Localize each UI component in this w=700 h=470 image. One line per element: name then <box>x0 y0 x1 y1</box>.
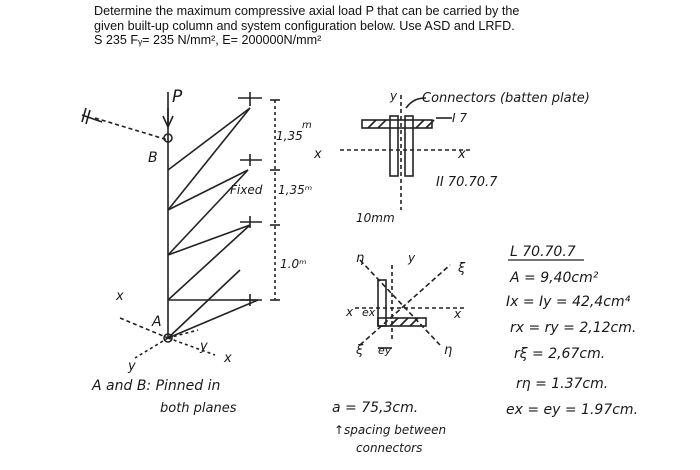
out-of-plane-brace <box>94 117 169 141</box>
angle-diagram <box>355 259 465 349</box>
column-diagram <box>81 92 280 359</box>
section-axis-x-left: x <box>313 147 322 162</box>
plate-label: Ⅰ 7 <box>452 111 467 125</box>
axis-y-label: y <box>199 339 208 354</box>
spacing-note-2: connectors <box>356 441 422 455</box>
dim-top: 1,35 <box>276 129 303 143</box>
angle-axis-y: y <box>407 251 416 265</box>
angle-axis-x-left: x <box>345 305 354 319</box>
prop-eccentricity: ex = ey = 1.97cm. <box>506 402 638 418</box>
brace-line <box>167 224 251 301</box>
brace-line <box>167 299 259 339</box>
pin-a-icon <box>163 333 173 343</box>
angle-axis-x-right: x <box>453 307 462 321</box>
spacing-note-1: ↑spacing between <box>334 423 446 437</box>
prop-title: L 70.70.7 <box>510 244 576 260</box>
brace-line <box>167 169 249 256</box>
prop-area: A = 9,40cm² <box>509 270 599 286</box>
prop-radius-xi: rξ = 2,67cm. <box>514 346 605 362</box>
support-b-label: B <box>148 150 158 166</box>
angle-xi-top: ξ <box>457 261 466 276</box>
fixed-label: Fixed <box>230 183 263 197</box>
section-axis-y: y <box>389 89 398 103</box>
prop-radius-eta: rη = 1.37cm. <box>516 376 608 392</box>
angle-eta-bottom: η <box>444 343 452 358</box>
angle-right <box>404 115 414 177</box>
load-label: P <box>172 87 183 107</box>
dim-bottom: 1.0ᵐ <box>280 257 307 271</box>
brace-line <box>167 269 241 339</box>
angle-xi-bottom: ξ <box>355 343 364 358</box>
support-note-2: both planes <box>160 401 237 416</box>
dim-mid: 1,35ᵐ <box>278 183 312 197</box>
section-diagram <box>340 95 470 210</box>
load-arrowhead <box>162 115 174 129</box>
ex-label: ex <box>362 306 376 319</box>
angle-leg-horizontal <box>377 317 427 327</box>
prop-radius-xy: rx = ry = 2,12cm. <box>510 320 636 336</box>
out-of-plane-brace <box>119 317 169 339</box>
problem-line-3: S 235 Fᵧ= 235 N/mm², E= 200000N/mm² <box>94 33 322 47</box>
angle-eta-top: η <box>356 251 364 266</box>
support-a-label: A <box>151 314 162 330</box>
axis-x-label: x <box>115 289 124 304</box>
axis-y2-label: y <box>127 359 136 374</box>
prop-inertia: Ix = Iy = 42,4cm⁴ <box>506 294 631 310</box>
support-note-1: A and B: Pinned in <box>91 378 220 394</box>
axis-x2-label: x <box>223 351 232 366</box>
spacing-label: a = 75,3cm. <box>332 400 418 416</box>
angle-left <box>389 115 399 177</box>
dim-top-unit: m <box>302 120 312 131</box>
brace-line <box>167 107 251 171</box>
problem-line-2: given built-up column and system configu… <box>94 18 515 33</box>
brace-line <box>167 107 251 211</box>
section-axis-x-right: x <box>457 147 466 162</box>
gap-label: 10mm <box>356 211 395 225</box>
ey-label: ey <box>378 344 392 357</box>
profile-label: ⅠⅠ 70.70.7 <box>436 175 498 190</box>
problem-statement: Determine the maximum compressive axial … <box>94 4 654 48</box>
connectors-label: Connectors (batten plate) <box>422 91 590 106</box>
batten-plate <box>361 119 433 129</box>
brace-line <box>167 169 249 211</box>
brace-line <box>167 224 251 256</box>
problem-line-1: Determine the maximum compressive axial … <box>94 4 520 18</box>
